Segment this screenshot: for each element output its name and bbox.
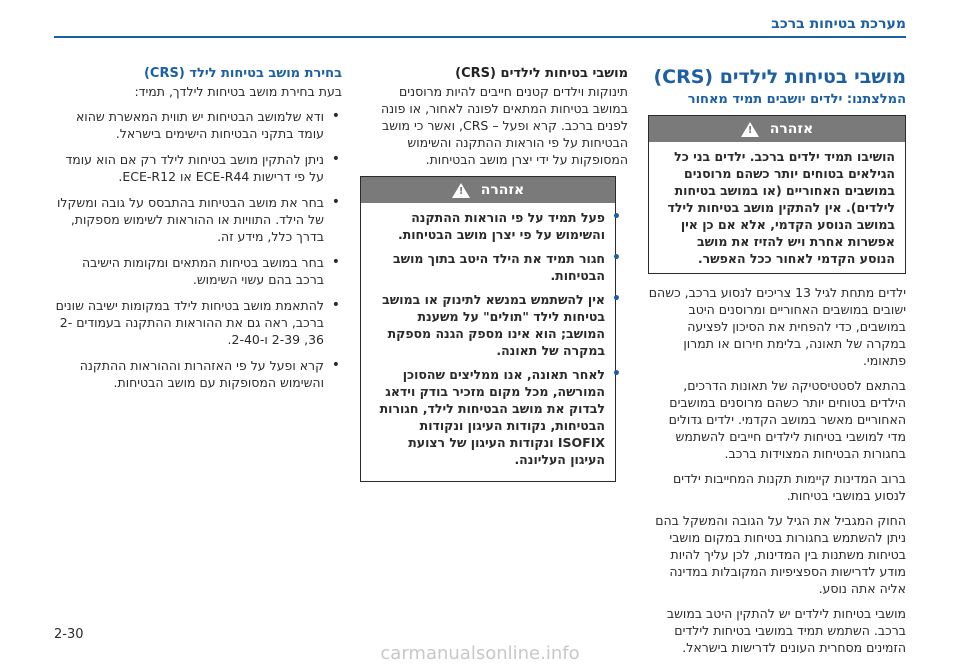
warning-item: •לאחר תאונה, אנו ממליצים שהסוכן המורשה, … (379, 366, 621, 467)
list-item: •ודא שלמושב הבטיחות יש תווית המאשרת שהוא… (75, 108, 340, 141)
warning-box-crs: אזהרה ! •פעל תמיד על פי הוראות ההתקנה וה… (360, 176, 621, 482)
bullet-icon: • (331, 297, 340, 313)
bullet-icon: • (612, 250, 621, 266)
bullet-icon: • (331, 194, 340, 210)
header-rule (54, 36, 906, 38)
list-item: •ניתן להתקין מושב בטיחות לילד רק אם הוא … (65, 151, 340, 184)
warning-list: •פעל תמיד על פי הוראות ההתקנה והשימוש על… (371, 209, 621, 468)
paragraph: החוק המגביל את הגיל על הגובה והמשקל בהם … (655, 513, 906, 596)
bullet-icon: • (331, 108, 340, 124)
warning-triangle-icon: ! (451, 182, 470, 198)
warning-box-rear-seat: אזהרה ! הושיבו תמיד ילדים ברכב. ילדים בנ… (648, 115, 906, 274)
crs-intro: תינוקות וילדים קטנים חייבים להיות מרוסני… (381, 84, 628, 167)
right-column: מושבי בטיחות לילדים (CRS) המלצתנו: ילדים… (648, 60, 906, 664)
bullet-icon: • (331, 357, 340, 373)
list-item: •להתאמת מושב בטיחות לילד במקומות ישיבה ש… (55, 297, 340, 347)
warning-item: •פעל תמיד על פי הוראות ההתקנה והשימוש על… (397, 209, 621, 242)
warning-title: אזהרה (480, 182, 525, 198)
warning-header: אזהרה ! (649, 116, 905, 142)
sub-heading: המלצתנו: ילדים יושבים תמיד מאחור (687, 92, 906, 107)
bullet-icon: • (331, 151, 340, 167)
list-item: •בחר במושב בטיחות המתאים ומקומות הישיבה … (81, 254, 340, 287)
warning-item: •אין להשתמש במנשא לתינוק או במושב בטיחות… (382, 291, 621, 358)
selecting-intro: בעת בחירת מושב בטיחות לילדך, תמיד: (134, 84, 342, 99)
crs-heading: מושבי בטיחות לילדים (CRS) (455, 66, 628, 81)
paragraph: ילדים מתחת לגיל 13 צריכים לנסוע ברכב, כש… (648, 285, 906, 368)
warning-header: אזהרה ! (361, 177, 615, 203)
selecting-list: •ודא שלמושב הבטיחות יש תווית המאשרת שהוא… (54, 108, 342, 391)
bullet-icon: • (612, 209, 621, 225)
list-item: •קרא ופעל על פי האזהרות וההוראות ההתקנה … (79, 357, 340, 390)
paragraph: ברוב המדינות קיימות תקנות המחייבות ילדים… (672, 471, 906, 503)
bullet-icon: • (612, 366, 621, 382)
warning-title: אזהרה (769, 121, 814, 137)
main-heading: מושבי בטיחות לילדים (CRS) (653, 66, 906, 88)
page-header: מערכת בטיחות ברכב (0, 0, 960, 38)
paragraph: מושבי בטיחות לילדים יש להתקין היטב במושב… (666, 606, 906, 655)
middle-column: מושבי בטיחות לילדים (CRS) תינוקות וילדים… (360, 60, 628, 492)
page-number: 2-30 (54, 627, 84, 642)
section-title: מערכת בטיחות ברכב (771, 16, 906, 32)
bullet-icon: • (331, 254, 340, 270)
warning-item: •חגור תמיד את הילד היטב בתוך מושב הבטיחו… (392, 250, 621, 283)
warning-triangle-icon: ! (740, 121, 759, 137)
list-item: •בחר את מושב הבטיחות בהתבסס על גובה ומשק… (57, 194, 340, 244)
warning-text: הושיבו תמיד ילדים ברכב. ילדים בני כל הגי… (667, 149, 896, 266)
watermark: carmanualsonline.info (380, 643, 580, 664)
bullet-icon: • (612, 291, 621, 307)
left-column: בחירת מושב בטיחות לילד (CRS) בעת בחירת מ… (54, 60, 342, 400)
paragraph: בהתאם לסטטיסטיקה של תאונות הדרכים, הילדי… (668, 378, 906, 461)
selecting-crs-heading: בחירת מושב בטיחות לילד (CRS) (143, 66, 342, 81)
